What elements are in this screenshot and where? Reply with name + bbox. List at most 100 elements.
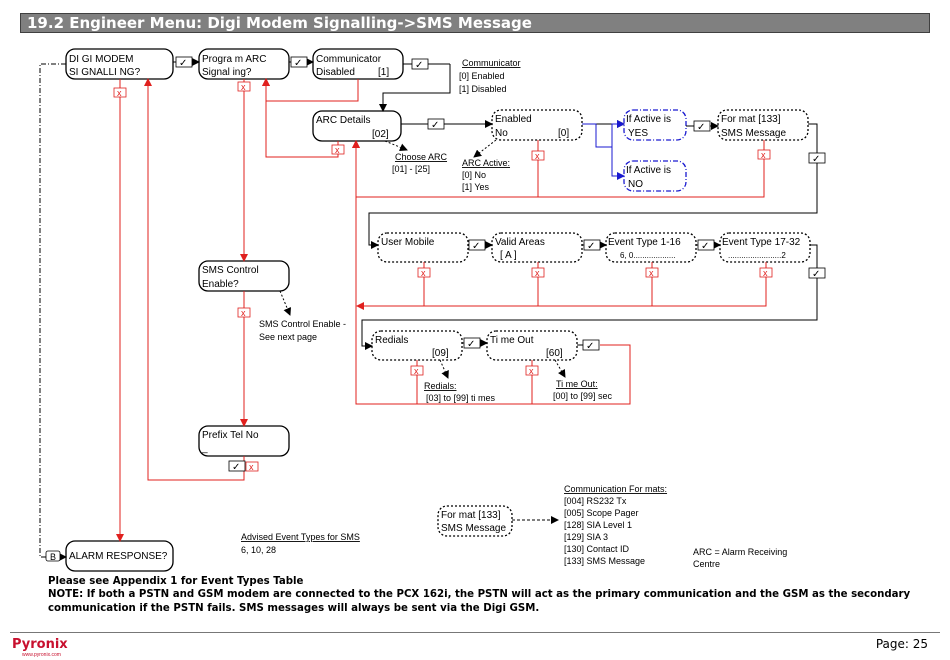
check-icon: ✓ xyxy=(175,56,193,69)
check-icon: ✓ xyxy=(697,239,715,252)
check-icon-text: ✓ xyxy=(179,58,187,69)
note-communicator-opt0: [0] Enabled xyxy=(459,71,505,81)
box-event-17-32: Event Type 17-32 .......................… xyxy=(719,232,811,263)
x-icon-text: x xyxy=(249,462,254,472)
note-comm-formats-128: [128] SIA Level 1 xyxy=(564,520,632,530)
page-header-bar: 19.2 Engineer Menu: Digi Modem Signallin… xyxy=(20,13,930,33)
check-icon: ✓ xyxy=(583,239,601,252)
x-icon: x xyxy=(237,307,251,318)
check-icon-text: ✓ xyxy=(586,341,594,352)
b-marker: B xyxy=(45,550,61,562)
note-comm-formats-004: [004] RS232 Tx xyxy=(564,496,627,506)
check-icon: ✓ xyxy=(468,239,486,252)
box-time-out-label: Ti me Out xyxy=(490,335,534,346)
note-comm-formats-005: [005] Scope Pager xyxy=(564,508,639,518)
box-enabled-label: Enabled xyxy=(495,114,532,125)
x-icon-text: x xyxy=(763,268,768,278)
check-icon: ✓ xyxy=(463,337,481,350)
x-icon: x xyxy=(531,267,545,278)
box-program-arc-line1: Progra m ARC xyxy=(202,54,266,65)
check-icon-text: ✓ xyxy=(587,241,595,252)
x-icon: x xyxy=(757,149,771,160)
check-icon: ✓ xyxy=(427,118,445,131)
x-icon: x xyxy=(113,87,127,98)
box-program-arc: Progra m ARC Signal ing? xyxy=(198,48,290,80)
box-communicator-line1: Communicator xyxy=(316,54,382,65)
x-icon-text: x xyxy=(421,268,426,278)
note-sms-control-line1: SMS Control Enable - xyxy=(259,319,346,329)
note-time-out-title: Ti me Out: xyxy=(556,379,598,389)
box-if-active-no: If Active is NO xyxy=(623,160,687,192)
check-icon: ✓ xyxy=(411,58,429,71)
note-arc-active-opt0: [0] No xyxy=(462,170,486,180)
box-event-1-16: Event Type 1-16 6, 0................... xyxy=(605,232,697,263)
x-icon: x xyxy=(531,150,545,161)
check-icon: ✓ xyxy=(693,120,711,133)
x-icon: x xyxy=(410,365,424,376)
box-program-arc-line2: Signal ing? xyxy=(202,67,252,78)
box-user-mobile: User Mobile xyxy=(377,232,469,263)
yes-markers: ✓ ✓ ✓ ✓ ✓ ✓ ✓ ✓ ✓ ✓ ✓ ✓ ✓ xyxy=(175,56,826,473)
box-arc-details: ARC Details [02] xyxy=(312,110,402,142)
note-redials-title: Redials: xyxy=(424,381,457,391)
x-icon-text: x xyxy=(535,151,540,161)
footnote-appendix: Please see Appendix 1 for Event Types Ta… xyxy=(48,576,304,587)
box-event-17-32-line1: Event Type 17-32 xyxy=(722,237,801,248)
note-comm-formats-133: [133] SMS Message xyxy=(564,556,645,566)
box-if-active-yes: If Active is YES xyxy=(623,109,687,141)
box-valid-areas-line2: [ A ] xyxy=(500,250,517,261)
pyronix-logo-url: www.pyronix.com xyxy=(22,652,61,658)
check-icon-text: ✓ xyxy=(431,120,439,131)
x-icon-text: x xyxy=(241,308,246,318)
check-icon: ✓ xyxy=(808,267,826,280)
box-prefix-tel-line2: _ xyxy=(201,443,208,454)
black-connectors xyxy=(39,58,818,561)
box-arc-details-label: ARC Details xyxy=(316,115,370,126)
check-icon-text: ✓ xyxy=(701,241,709,252)
x-icon-text: x xyxy=(761,150,766,160)
box-redials-value: [09] xyxy=(432,348,449,359)
box-prefix-tel: Prefix Tel No _ xyxy=(198,425,290,457)
x-icon: x xyxy=(237,81,251,92)
note-choose-arc-title: Choose ARC xyxy=(395,152,448,162)
box-enabled: Enabled No [0] xyxy=(491,109,583,141)
box-redials: Redials [09] xyxy=(371,330,463,361)
x-icon: x xyxy=(245,461,259,472)
box-prefix-tel-line1: Prefix Tel No xyxy=(202,430,259,441)
box-sms-control-line1: SMS Control xyxy=(202,265,259,276)
note-redials-range: [03] to [99] ti mes xyxy=(426,393,496,403)
check-icon: ✓ xyxy=(290,56,308,69)
box-time-out-value: [60] xyxy=(546,348,563,359)
check-icon-text: ✓ xyxy=(232,462,240,473)
box-format-sms-line2: SMS Message xyxy=(721,128,786,139)
box-redials-label: Redials xyxy=(375,335,408,346)
x-icon: x xyxy=(525,365,539,376)
x-icon-text: x xyxy=(117,88,122,98)
footer-divider xyxy=(10,632,940,633)
box-if-active-yes-line2: YES xyxy=(628,128,648,139)
note-arc-definition-line2: Centre xyxy=(693,559,720,569)
blue-connectors xyxy=(582,120,625,180)
page-title: 19.2 Engineer Menu: Digi Modem Signallin… xyxy=(27,14,532,32)
box-format-sms: For mat [133] SMS Message xyxy=(717,109,809,141)
note-communicator-title: Communicator xyxy=(462,58,521,68)
pyronix-logo: Pyronix xyxy=(12,637,68,652)
box-format-sms-line1: For mat [133] xyxy=(721,114,781,125)
box-event-1-16-line1: Event Type 1-16 xyxy=(608,237,681,248)
x-icon-text: x xyxy=(649,268,654,278)
red-connectors xyxy=(116,78,767,542)
box-if-active-yes-line1: If Active is xyxy=(626,114,671,125)
note-arc-active-title: ARC Active: xyxy=(462,158,510,168)
box-time-out: Ti me Out [60] xyxy=(486,330,578,361)
x-icon-text: x xyxy=(529,366,534,376)
box-digi-modem: DI GI MODEM SI GNALLI NG? xyxy=(65,48,174,80)
check-icon: ✓ xyxy=(808,152,826,165)
annotations: Communicator [0] Enabled [1] Disabled Ch… xyxy=(241,58,787,569)
x-icon: x xyxy=(417,267,431,278)
box-alarm-response: ALARM RESPONSE? xyxy=(65,540,174,572)
x-icon-text: x xyxy=(241,82,246,92)
check-icon-text: ✓ xyxy=(467,339,475,350)
b-marker-text: B xyxy=(50,552,56,562)
x-icon-text: x xyxy=(335,145,340,155)
